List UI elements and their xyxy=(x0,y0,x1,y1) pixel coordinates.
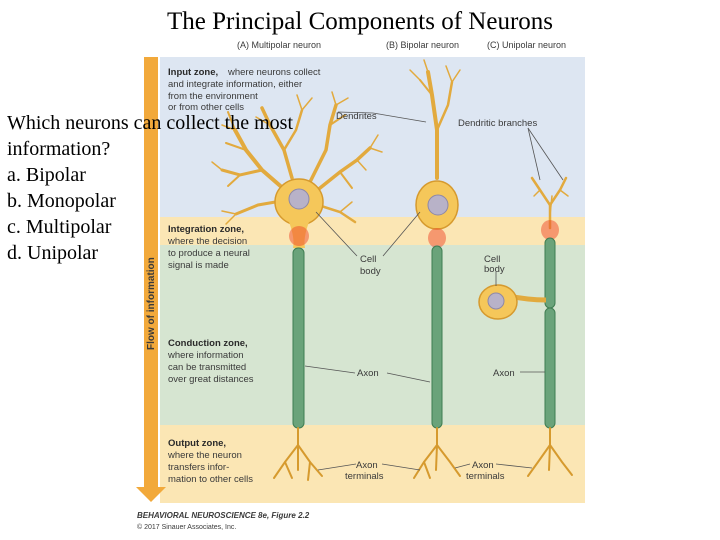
figure-credit-line2: © 2017 Sinauer Associates, Inc. xyxy=(137,523,236,531)
integration-zone-title: Integration zone, xyxy=(168,224,244,235)
option-b: b. Monopolar xyxy=(7,190,116,212)
multipolar-axon-terminals xyxy=(273,427,323,481)
label-axon-2: Axon xyxy=(493,368,515,379)
unipolar-trigger-glow xyxy=(541,220,559,240)
flow-arrow-shaft xyxy=(144,57,158,489)
bipolar-dendrites xyxy=(409,59,461,180)
unipolar-neuron xyxy=(478,176,573,477)
label-cell-body-2-line1: Cell xyxy=(484,254,500,265)
unipolar-nucleus xyxy=(487,292,505,310)
multipolar-trigger-glow xyxy=(289,226,309,246)
conduction-zone-line-2: can be transmitted xyxy=(168,362,246,373)
label-cell-body-1-line1: Cell xyxy=(360,254,376,265)
output-zone-line-1: where the neuron xyxy=(167,450,242,461)
unipolar-axon-terminals xyxy=(527,427,573,477)
integration-zone-line-2: to produce a neural xyxy=(168,248,250,259)
label-axon-terminals-1-line1: Axon xyxy=(356,460,378,471)
panel-label-c: (C) Unipolar neuron xyxy=(487,40,566,50)
bipolar-neuron xyxy=(409,59,461,479)
callout-lines xyxy=(304,111,564,471)
question-line-2: information? xyxy=(7,138,111,160)
label-cell-body-2-line2: body xyxy=(484,264,505,275)
label-dendritic-branches: Dendritic branches xyxy=(458,118,537,129)
multipolar-axon xyxy=(292,247,305,429)
output-zone-line-3: mation to other cells xyxy=(168,474,253,485)
panel-label-a: (A) Multipolar neuron xyxy=(237,40,321,50)
input-zone-title: Input zone, xyxy=(168,67,218,78)
question-block: Which neurons can collect the most infor… xyxy=(7,110,293,266)
bipolar-axon xyxy=(431,245,443,429)
multipolar-nucleus xyxy=(288,188,310,210)
unipolar-dendritic-branches xyxy=(530,176,569,230)
label-dendrites: Dendrites xyxy=(336,111,377,122)
input-zone-line-4: or from other cells xyxy=(168,102,244,113)
input-zone-band xyxy=(160,57,585,217)
panel-label-b: (B) Bipolar neuron xyxy=(386,40,459,50)
figure-credit-line1: BEHAVIORAL NEUROSCIENCE 8e, Figure 2.2 xyxy=(137,511,310,520)
unipolar-axon-lower xyxy=(544,307,556,429)
bipolar-nucleus xyxy=(427,194,449,216)
flow-arrowhead xyxy=(136,487,166,502)
option-c: c. Multipolar xyxy=(7,216,112,238)
conduction-zone-band xyxy=(160,245,585,425)
conduction-zone-title: Conduction zone, xyxy=(168,338,248,349)
integration-zone-line-3: signal is made xyxy=(168,260,229,271)
slide-title: The Principal Components of Neurons xyxy=(166,8,554,35)
conduction-zone-line-3: over great distances xyxy=(168,374,254,385)
integration-zone-band xyxy=(160,217,585,245)
output-zone-title: Output zone, xyxy=(168,438,226,449)
integration-zone-line-1: where the decision xyxy=(167,236,247,247)
option-d: d. Unipolar xyxy=(7,242,99,264)
multipolar-neuron xyxy=(211,91,383,481)
label-cell-body-1-line2: body xyxy=(360,266,381,277)
bipolar-trigger-glow xyxy=(428,228,446,248)
output-zone-line-2: transfers infor- xyxy=(168,462,229,473)
multipolar-dendrites xyxy=(211,91,383,225)
option-a: a. Bipolar xyxy=(7,164,86,186)
question-line-1: Which neurons can collect the most xyxy=(7,112,294,134)
label-axon-terminals-2-line2: terminals xyxy=(466,471,505,482)
input-zone-line-3: from the environment xyxy=(168,91,258,102)
output-zone-band xyxy=(160,425,585,503)
unipolar-axon-upper xyxy=(544,237,556,309)
input-zone-line-1: where neurons collect xyxy=(227,67,321,78)
input-zone-line-2: and integrate information, either xyxy=(168,79,302,90)
label-axon-terminals-2-line1: Axon xyxy=(472,460,494,471)
label-axon-1: Axon xyxy=(357,368,379,379)
flow-label: Flow of information xyxy=(146,257,157,350)
label-axon-terminals-1-line2: terminals xyxy=(345,471,384,482)
conduction-zone-line-1: where information xyxy=(167,350,244,361)
